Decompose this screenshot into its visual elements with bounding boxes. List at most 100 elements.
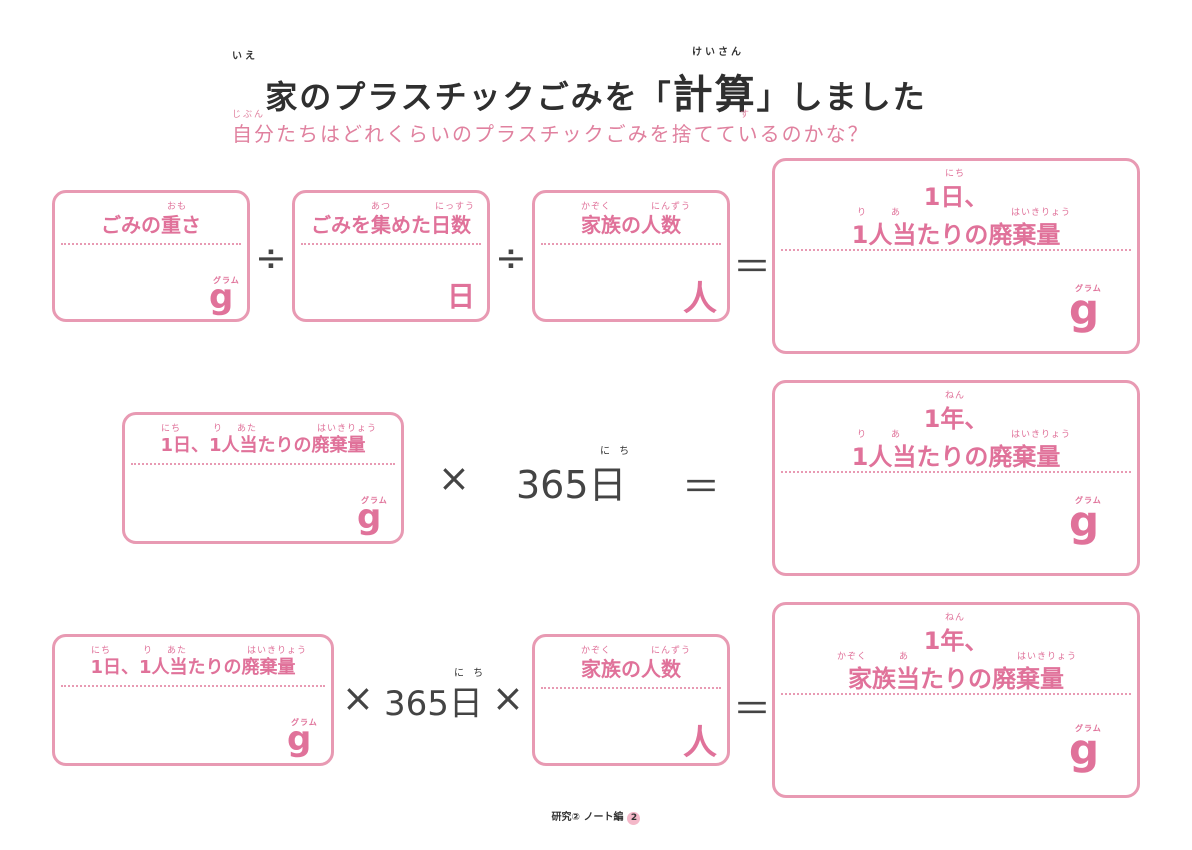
unit-label: 人 <box>683 723 717 763</box>
box-label: 1日、1人当たりの廃棄量 <box>160 435 366 456</box>
divide-operator-2: ÷ <box>495 236 527 280</box>
result-line2: 1人当たりの廃棄量 <box>851 221 1061 249</box>
ruby-haikiryou: はいきりょう <box>1011 430 1072 440</box>
box-result-daily-per-person[interactable]: にち 1日、 り あ はいきりょう 1人当たりの廃棄量 グラム g <box>772 158 1140 354</box>
box-collection-days[interactable]: あつ にっすう ごみを集めた日数 日 <box>292 190 490 322</box>
box-result-yearly-per-family[interactable]: ねん 1年、 かぞく あ はいきりょう 家族当たりの廃棄量 グラム g <box>772 602 1140 798</box>
title-keyword: 計算 <box>672 72 757 118</box>
ruby-haikiryou: はいきりょう <box>1017 652 1078 662</box>
box-label: 家族の人数 <box>581 657 681 681</box>
divider <box>301 243 481 245</box>
box-daily-per-person-2[interactable]: にち り あた はいきりょう 1日、1人当たりの廃棄量 グラム g <box>52 634 334 766</box>
unit-ruby: グラム <box>291 718 318 727</box>
unit-label: g <box>209 277 234 317</box>
box-label: 家族の人数 <box>581 213 681 237</box>
days-ruby: に ち <box>600 446 633 457</box>
unit-ruby: グラム <box>1075 724 1102 733</box>
ruby-nen: ねん <box>945 391 966 401</box>
days-unit: 日 <box>588 463 627 507</box>
divider <box>541 243 721 245</box>
ruby-ata: あた <box>167 646 188 656</box>
divider <box>61 243 241 245</box>
divider <box>541 687 721 689</box>
ruby-ninzuu: にんずう <box>651 202 692 212</box>
ruby-kazoku: かぞく <box>581 646 612 656</box>
ruby-nen: ねん <box>945 613 966 623</box>
box-family-members[interactable]: かぞく にんずう 家族の人数 人 <box>532 190 730 322</box>
subtitle-ruby-su: す <box>740 110 752 120</box>
equals-operator-1: ＝ <box>733 245 772 289</box>
equals-operator-3: ＝ <box>733 687 772 731</box>
footer-text: 研究② ノート編 <box>551 812 624 823</box>
unit-label: g <box>357 497 382 537</box>
divide-operator-1: ÷ <box>255 236 287 280</box>
ruby-kazoku: かぞく <box>837 652 868 662</box>
ruby-nichi: にち <box>161 424 182 434</box>
ruby-a: あ <box>891 208 902 218</box>
ruby-haikiryou: はいきりょう <box>317 424 378 434</box>
unit-ruby: グラム <box>213 276 240 285</box>
unit-label: 人 <box>683 279 717 319</box>
page-number-badge: 2 <box>627 812 641 825</box>
days-number: 365 <box>384 684 449 724</box>
ruby-ninzuu: にんずう <box>651 646 692 656</box>
box-daily-per-person[interactable]: にち り あた はいきりょう 1日、1人当たりの廃棄量 グラム g <box>122 412 404 544</box>
ruby-omo: おも <box>167 202 188 212</box>
subtitle-ruby-jibun: じぶん <box>232 110 266 120</box>
ruby-nichi: にち <box>91 646 112 656</box>
result-line1: 1日、 <box>923 183 989 211</box>
unit-label: g <box>1069 725 1100 774</box>
ruby-haikiryou: はいきりょう <box>1011 208 1072 218</box>
box-label: ごみの重さ <box>101 213 201 237</box>
ruby-atsu: あつ <box>371 202 392 212</box>
ruby-kazoku: かぞく <box>581 202 612 212</box>
days-number: 365 <box>516 463 589 507</box>
unit-ruby: グラム <box>1075 284 1102 293</box>
times-operator: × <box>438 456 470 500</box>
box-family-members-2[interactable]: かぞく にんずう 家族の人数 人 <box>532 634 730 766</box>
result-line2: 家族当たりの廃棄量 <box>848 665 1064 693</box>
title-text-before: 家のプラスチックごみを「 <box>265 78 673 116</box>
ruby-a: あ <box>899 652 910 662</box>
days-365: 365日 <box>384 676 483 725</box>
ruby-ri: り <box>213 424 224 434</box>
days-365: 365日 <box>516 454 627 509</box>
result-line2: 1人当たりの廃棄量 <box>851 443 1061 471</box>
box-label: ごみを集めた日数 <box>311 213 471 237</box>
page-title: 家のプラスチックごみを「計算」しました <box>0 62 1192 120</box>
ruby-nichi: にち <box>945 169 966 179</box>
equals-operator-2: ＝ <box>682 465 721 509</box>
unit-ruby: グラム <box>1075 496 1102 505</box>
divider <box>781 471 1131 473</box>
unit-ruby: グラム <box>361 496 388 505</box>
times-operator-1: × <box>342 676 374 720</box>
box-label: 1日、1人当たりの廃棄量 <box>90 657 296 678</box>
result-line1: 1年、 <box>923 627 989 655</box>
title-text-after: 」しました <box>756 78 927 116</box>
ruby-a: あ <box>891 430 902 440</box>
title-ruby-ie: いえ <box>232 51 258 62</box>
divider <box>781 249 1131 251</box>
page-subtitle: 自分たちはどれくらいのプラスチックごみを捨てているのかな？ <box>232 122 870 146</box>
box-garbage-weight[interactable]: おも ごみの重さ グラム g <box>52 190 250 322</box>
ruby-nissuu: にっすう <box>435 202 476 212</box>
box-result-yearly-per-person[interactable]: ねん 1年、 り あ はいきりょう 1人当たりの廃棄量 グラム g <box>772 380 1140 576</box>
unit-label: 日 <box>447 280 476 313</box>
ruby-haikiryou: はいきりょう <box>247 646 308 656</box>
ruby-ri: り <box>143 646 154 656</box>
unit-label: g <box>1069 497 1100 546</box>
days-unit: 日 <box>448 684 483 724</box>
ruby-ri: り <box>857 208 868 218</box>
unit-label: g <box>1069 285 1100 334</box>
title-ruby-keisan: けいさん <box>692 47 744 58</box>
ruby-ata: あた <box>237 424 258 434</box>
times-operator-2: × <box>492 676 524 720</box>
ruby-ri: り <box>857 430 868 440</box>
unit-label: g <box>287 719 312 759</box>
divider <box>131 463 395 465</box>
result-line1: 1年、 <box>923 405 989 433</box>
days-ruby: に ち <box>454 668 487 679</box>
divider <box>61 685 325 687</box>
divider <box>781 693 1131 695</box>
